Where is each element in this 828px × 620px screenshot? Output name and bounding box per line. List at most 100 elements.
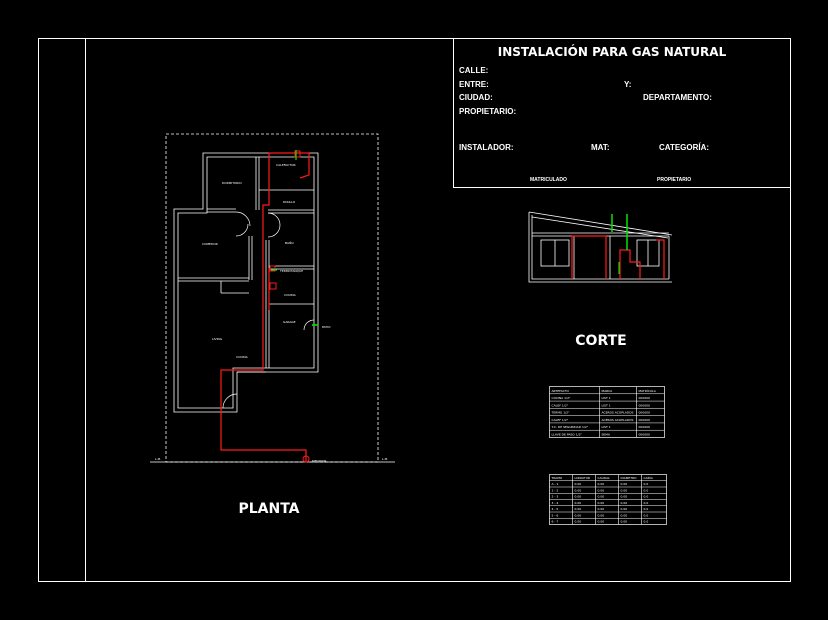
- planta-view-label: PLANTA: [238, 501, 299, 517]
- sections-table-cell: 0.00: [621, 520, 628, 524]
- materials-table-cell: LIST 1: [602, 396, 611, 400]
- sections-table-cell: 0.00: [575, 482, 582, 486]
- title-block-frame: [453, 38, 791, 188]
- sections-table-cell: 0.00: [621, 513, 628, 517]
- sections-table-cell: 0.00: [598, 520, 605, 524]
- sections-table-cell: 0.00: [621, 501, 628, 505]
- sections-table-cell: 0.00: [598, 513, 605, 517]
- sections-table-cell: A - 1: [552, 482, 559, 486]
- ciudad-label: CIUDAD:: [459, 93, 493, 102]
- entre-label: ENTRE:: [459, 80, 489, 89]
- room-label-pasillo: PASILLO: [283, 200, 296, 204]
- materials-table-cell: ARTEFACTO: [552, 389, 570, 393]
- appliance-box-calefactor: [294, 150, 301, 158]
- materials-table-cell: LLAVE DE PASO 1/2": [552, 433, 583, 437]
- sections-table-cell: 2 - 3: [552, 495, 559, 499]
- room-label-garage: GARAGE: [283, 320, 296, 324]
- appliance-label-calefactor: CALEFACTOR: [276, 163, 296, 167]
- gas-pipe-floor: [220, 152, 310, 462]
- gas-pipe-section-c: [656, 239, 665, 279]
- sections-table-cell: 0.0: [644, 488, 649, 492]
- y-label: Y:: [624, 80, 631, 89]
- sections-table-cell: 0.00: [621, 507, 628, 511]
- sections-table-cell: 0.00: [598, 495, 605, 499]
- departamento-label: DEPARTAMENTO:: [643, 93, 712, 102]
- materials-table-cell: 000000: [639, 425, 651, 429]
- sections-table-cell: 0.00: [621, 488, 628, 492]
- sections-table-cell: 6 - 7: [552, 520, 559, 524]
- sections-table-cell: CAÍDA: [644, 475, 654, 480]
- appliance-label-cocina: COCINA: [236, 355, 249, 359]
- sections-table-cell: 0.0: [644, 501, 649, 505]
- categoria-label: CATEGORÍA:: [659, 143, 709, 152]
- meter-label: MEDIDOR: [312, 459, 326, 463]
- sections-table-cell: 0.00: [575, 501, 582, 505]
- sections-table-cell: 0.00: [598, 488, 605, 492]
- sections-table-cell: 4 - 5: [552, 507, 559, 511]
- appliance-box-cocina: [269, 282, 277, 290]
- title-block-title: INSTALACIÓN PARA GAS NATURAL: [498, 44, 727, 59]
- materials-table-cell: LIST 1: [602, 403, 611, 407]
- materials-table-cell: 000000: [639, 418, 651, 422]
- lm-label-right: L.M.: [382, 457, 388, 461]
- room-label-bano: BAÑO: [285, 240, 294, 245]
- materials-table-cell: 000000: [639, 403, 651, 407]
- room-label-living: LIVING: [212, 337, 223, 341]
- sections-table-cell: 0.00: [598, 507, 605, 511]
- materials-table-cell: ACEROS ACOPLADOS: [602, 418, 634, 422]
- sections-table-cell: 0.00: [575, 513, 582, 517]
- materials-table-cell: CALEF 1/2": [552, 403, 569, 407]
- materials-table-cell: 000000: [639, 396, 651, 400]
- sections-table-cell: 0.00: [575, 488, 582, 492]
- materials-table: ARTEFACTO MARCA MATRÍCULA COCINA 1/2" LIST 1…: [549, 386, 665, 438]
- floor-plan: L.M. L.M.: [150, 133, 395, 463]
- materials-table-cell: T.C. DE SEGURIDAD 1/2": [551, 425, 589, 429]
- sections-table-cell: 0.00: [621, 482, 628, 486]
- appliance-label-termotanque: TERMOTANQUE: [279, 269, 303, 273]
- materials-table-cell: 000000: [639, 433, 651, 437]
- sections-table-cell: DIÁMETRO: [621, 475, 638, 480]
- sections-table-cell: 0.00: [575, 495, 582, 499]
- sections-table-cell: 0.00: [575, 507, 582, 511]
- appliance-box-termo: [269, 265, 276, 272]
- gas-pipe-section-b: [619, 249, 641, 279]
- calle-label: CALLE:: [459, 66, 488, 75]
- sections-table-cell: TRAMO: [551, 476, 563, 480]
- title-block: INSTALACIÓN PARA GAS NATURAL CALLE: ENTR…: [453, 38, 791, 188]
- materials-table-cell: MARCA: [602, 389, 614, 393]
- section-walls: [528, 211, 673, 283]
- sections-table-cell: 0.00: [598, 482, 605, 486]
- building-walls: [173, 152, 319, 413]
- room-label-dormitorio: DORMITORIO: [222, 181, 242, 185]
- section-view: [528, 211, 673, 283]
- lot-boundary: [165, 133, 379, 463]
- sections-table-cell: LONGITUD: [575, 476, 591, 480]
- room-label-cocina: COCINA: [284, 293, 297, 297]
- materials-table-cell: ACEROS ACOPLADOS: [602, 411, 634, 415]
- materials-table-cell: LIST 1: [602, 425, 611, 429]
- room-label-patio: PATIO: [322, 325, 331, 329]
- propietario-label: PROPIETARIO:: [459, 107, 516, 116]
- sections-table-cell: 5 - 6: [552, 513, 559, 517]
- materials-table-cell: COCINA 1/2": [552, 396, 572, 400]
- lm-label-left: L.M.: [155, 457, 161, 461]
- materials-table-cell: MATRÍCULA: [639, 388, 657, 393]
- sections-table-cell: 0.00: [598, 501, 605, 505]
- sections-table-cell: 0.00: [575, 520, 582, 524]
- door-swings: [222, 211, 315, 409]
- materials-table-cell: CALEF 1/2": [552, 418, 569, 422]
- gas-pipe-section-a: [571, 235, 607, 279]
- sections-table-cell: 3 - 4: [552, 501, 559, 505]
- mat-label: MAT:: [591, 143, 610, 152]
- instalador-label: INSTALADOR:: [459, 143, 514, 152]
- corte-view-label: CORTE: [575, 333, 626, 349]
- sections-table-cell: 0.0: [644, 495, 649, 499]
- sections-table-cell: 0.0: [644, 507, 649, 511]
- sections-table-cell: 0.00: [621, 495, 628, 499]
- materials-table-cell: 000000: [639, 411, 651, 415]
- sections-table-cell: 0.0: [644, 482, 649, 486]
- propietario-signature-label: PROPIETARIO: [657, 177, 691, 183]
